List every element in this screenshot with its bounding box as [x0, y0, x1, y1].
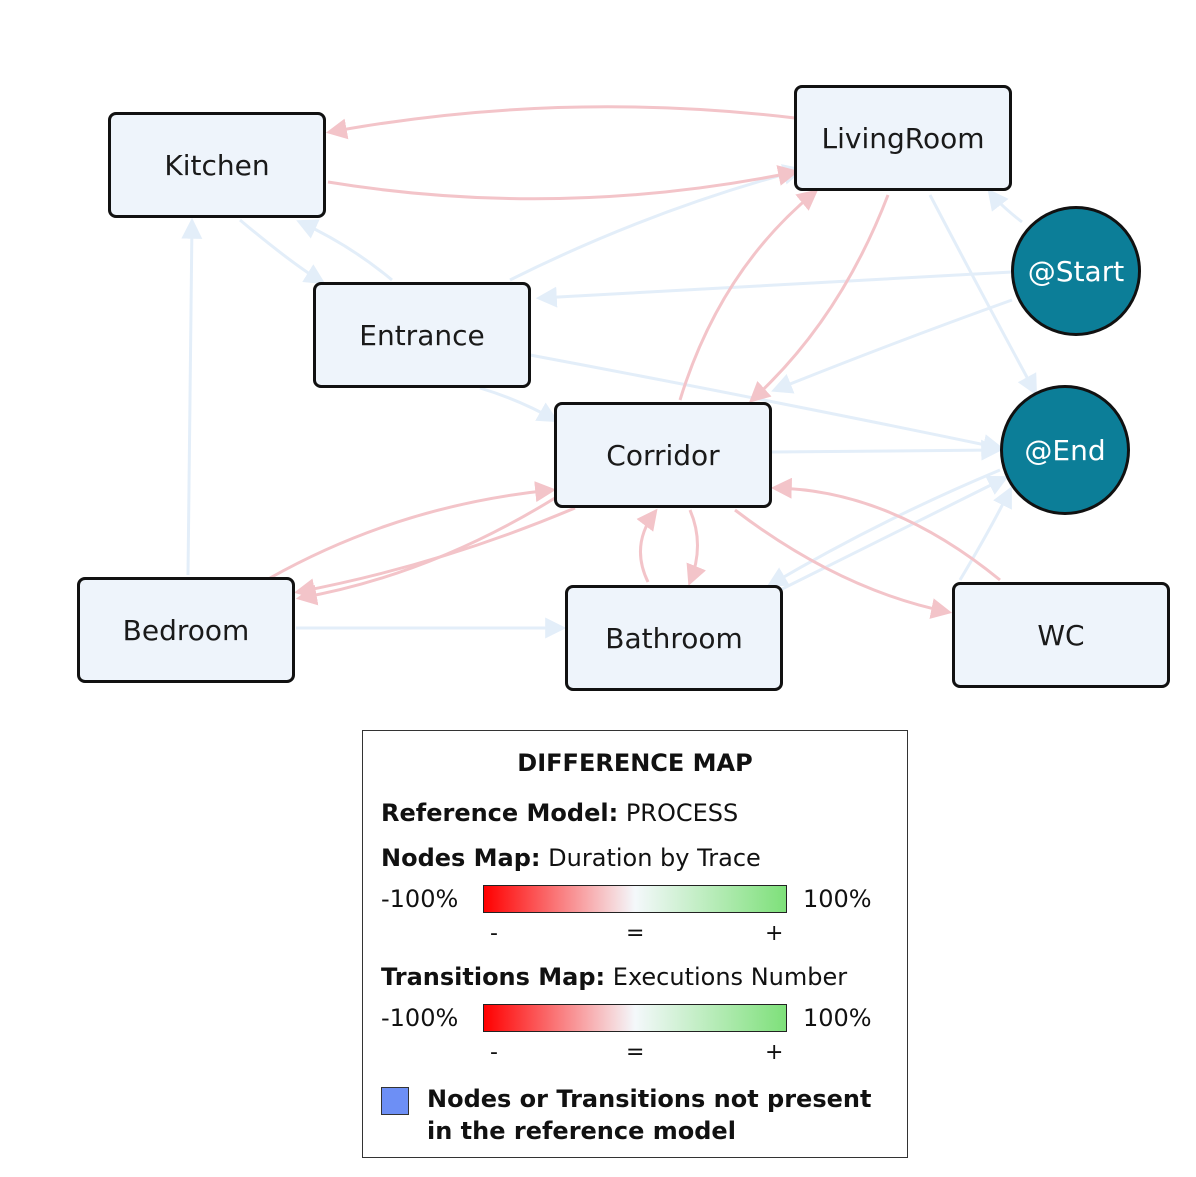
node-label: WC — [1037, 618, 1085, 652]
legend-title: DIFFERENCE MAP — [517, 749, 753, 777]
nodes-map-value: Duration by Trace — [548, 844, 761, 872]
edge-wc-corridor — [770, 477, 1001, 582]
node-corridor[interactable]: Corridor — [554, 402, 772, 508]
node-bathroom[interactable]: Bathroom — [565, 585, 783, 691]
node-kitchen[interactable]: Kitchen — [108, 112, 326, 218]
transitions-tick-minus: - — [490, 1040, 498, 1065]
process-graph — [181, 105, 1038, 639]
edge-bedroom-corridor — [269, 481, 557, 580]
reference-model-value: PROCESS — [625, 799, 739, 827]
nodes-scale-min: -100% — [381, 885, 459, 913]
node-bedroom[interactable]: Bedroom — [77, 577, 295, 683]
node-label: Corridor — [606, 438, 720, 472]
edge-corridor-livingroom — [678, 189, 819, 401]
reference-model-label: Reference Model: — [381, 799, 619, 827]
node-entrance[interactable]: Entrance — [313, 282, 531, 388]
edge-corridor-bedroom-2 — [295, 496, 556, 606]
transitions-scale-min: -100% — [381, 1004, 459, 1032]
legend-panel: DIFFERENCE MAP Reference Model: PROCESS … — [362, 730, 908, 1158]
node-start[interactable]: @Start — [1011, 206, 1141, 336]
nodes-map-label: Nodes Map: — [381, 844, 541, 872]
node-label: @End — [1024, 433, 1106, 467]
nodes-scale-max: 100% — [803, 885, 872, 913]
node-label: Kitchen — [164, 148, 270, 182]
edge-bathroom-end — [779, 476, 1009, 592]
nodes-tick-minus: - — [490, 921, 498, 946]
transitions-map-row: Transitions Map: Executions Number — [381, 963, 847, 991]
nodes-tick-equal: = — [626, 921, 645, 946]
edge-bedroom-kitchen — [181, 217, 203, 576]
node-label: Entrance — [359, 318, 485, 352]
transitions-map-value: Executions Number — [612, 963, 848, 991]
edge-kitchen-entrance — [239, 218, 326, 285]
edge-kitchen-livingroom — [327, 165, 800, 201]
edge-start-entrance — [535, 270, 1013, 308]
node-wc[interactable]: WC — [952, 582, 1170, 688]
node-label: Bathroom — [605, 621, 743, 655]
transitions-map-label: Transitions Map: — [381, 963, 606, 991]
transitions-gradient-bar — [483, 1004, 787, 1032]
nodes-map-row: Nodes Map: Duration by Trace — [381, 844, 761, 872]
edge-end-bathroom — [766, 468, 1001, 588]
edge-start-livingroom — [987, 188, 1023, 224]
edge-corridor-bathroom — [686, 509, 707, 586]
not-present-note: Nodes or Transitions not present in the … — [427, 1085, 872, 1145]
reference-model-row: Reference Model: PROCESS — [381, 799, 738, 827]
edge-livingroom-corridor — [748, 194, 890, 403]
node-livingroom[interactable]: LivingRoom — [794, 85, 1012, 191]
edge-start-corridor — [771, 298, 1013, 394]
edge-bathroom-corridor — [636, 508, 658, 583]
edge-livingroom-end — [928, 194, 1038, 396]
nodes-tick-plus: + — [765, 921, 784, 946]
transitions-tick-plus: + — [765, 1040, 784, 1065]
edge-entrance-kitchen — [296, 219, 393, 282]
node-end[interactable]: @End — [1000, 385, 1130, 515]
node-label: @Start — [1027, 254, 1125, 288]
node-label: Bedroom — [122, 613, 250, 647]
transitions-tick-equal: = — [626, 1040, 645, 1065]
edge-livingroom-kitchen — [325, 105, 796, 140]
edge-entrance-corridor — [479, 386, 559, 423]
not-present-swatch — [381, 1087, 409, 1115]
transitions-scale-max: 100% — [803, 1004, 872, 1032]
nodes-gradient-bar — [483, 885, 787, 913]
edge-wc-end — [958, 486, 1012, 581]
edge-corridor-bedroom — [293, 506, 576, 600]
edge-entrance-livingroom — [509, 164, 805, 282]
node-label: LivingRoom — [821, 121, 985, 155]
edge-corridor-wc — [734, 508, 953, 619]
edge-corridor-end — [771, 439, 1003, 461]
